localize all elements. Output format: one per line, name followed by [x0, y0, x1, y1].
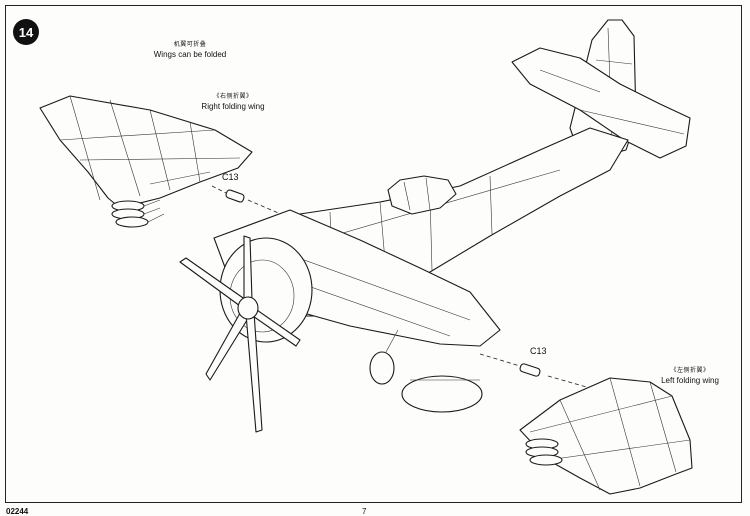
- canopy: [387, 175, 457, 215]
- left-hinge-part: [519, 363, 541, 377]
- left-wing-note: 《左侧折翼》 Left folding wing: [652, 366, 728, 386]
- right-wing-note: 《右侧折翼》 Right folding wing: [196, 92, 270, 112]
- right-hinge-label: C13: [222, 172, 239, 182]
- left-hinge-label: C13: [530, 346, 547, 356]
- horizontal-stabilizer: [511, 47, 691, 159]
- propeller: [179, 235, 301, 433]
- left-folding-wing: [519, 377, 693, 495]
- main-landing-gear: [369, 329, 399, 385]
- left-wing-note-cn: 《左侧折翼》: [670, 368, 710, 374]
- right-wing-drop-tanks: [111, 199, 165, 228]
- right-wing-note-en: Right folding wing: [201, 102, 265, 111]
- center-drop-tank: [401, 375, 483, 413]
- wings-fold-note-cn: 机翼可折叠: [173, 42, 207, 48]
- left-wing-guide-line: [479, 353, 591, 389]
- wings-fold-note: 机翼可折叠 Wings can be folded: [140, 40, 240, 60]
- left-wing-note-en: Left folding wing: [661, 376, 719, 385]
- product-code: 02244: [6, 507, 29, 516]
- wings-fold-note-en: Wings can be folded: [153, 50, 227, 59]
- right-hinge-part: [225, 189, 245, 203]
- page-frame: [5, 5, 742, 503]
- page-number: 7: [362, 507, 367, 516]
- right-folding-wing: [39, 95, 253, 209]
- right-wing-note-cn: 《右侧折翼》: [213, 94, 253, 100]
- left-wing-drop-tanks: [525, 438, 563, 466]
- step-number-badge: 14: [13, 19, 39, 45]
- right-wing-guide-line: [211, 185, 291, 219]
